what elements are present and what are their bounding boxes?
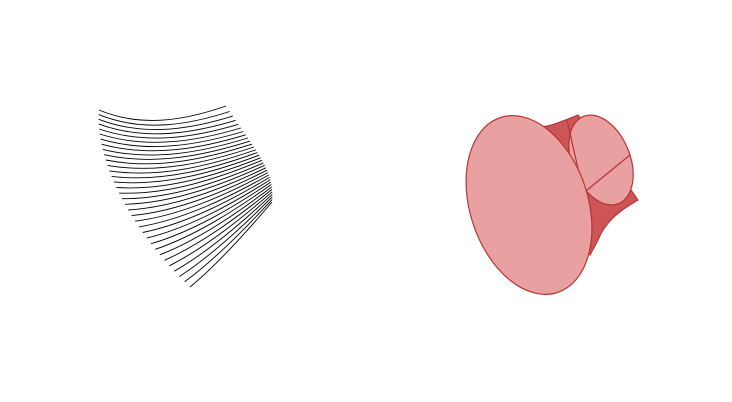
near-opening	[465, 115, 593, 295]
ruling-line	[174, 193, 273, 272]
ruling-line	[121, 162, 264, 200]
ruling-line	[107, 146, 255, 169]
ruling-line	[119, 159, 263, 194]
ruling-line	[155, 184, 272, 250]
ruling-line	[159, 186, 272, 256]
ruling-line	[98, 105, 227, 121]
ruling-line	[189, 201, 273, 288]
ruling-line	[98, 119, 236, 135]
ruling-line	[184, 199, 273, 283]
ruled-surface-wireframe	[98, 105, 273, 288]
ruling-line	[99, 127, 242, 143]
ruling-line	[100, 131, 244, 147]
ruling-line	[104, 140, 251, 160]
ruling-line	[102, 137, 249, 156]
ruling-line	[164, 189, 273, 261]
ruling-line	[101, 134, 246, 152]
ruling-line	[138, 174, 269, 228]
ruling-line	[128, 167, 266, 211]
far-opening-rule-1	[580, 154, 631, 196]
ruling-line	[169, 191, 273, 267]
ruling-line	[150, 181, 272, 245]
ruling-line	[146, 179, 271, 239]
ruling-line	[98, 111, 230, 126]
ruling-line	[105, 143, 253, 165]
ruling-line	[113, 154, 260, 184]
ruling-line	[116, 157, 261, 189]
ruling-line	[131, 169, 268, 217]
ruling-line	[142, 177, 270, 233]
hyperboloid-surface	[465, 114, 639, 295]
ruling-line	[111, 152, 258, 179]
ruling-line	[124, 164, 265, 205]
ruling-line	[109, 149, 256, 174]
ruling-line	[179, 196, 273, 277]
ruling-line	[135, 172, 269, 222]
ruling-line	[98, 115, 233, 131]
ruling-line	[99, 123, 239, 139]
